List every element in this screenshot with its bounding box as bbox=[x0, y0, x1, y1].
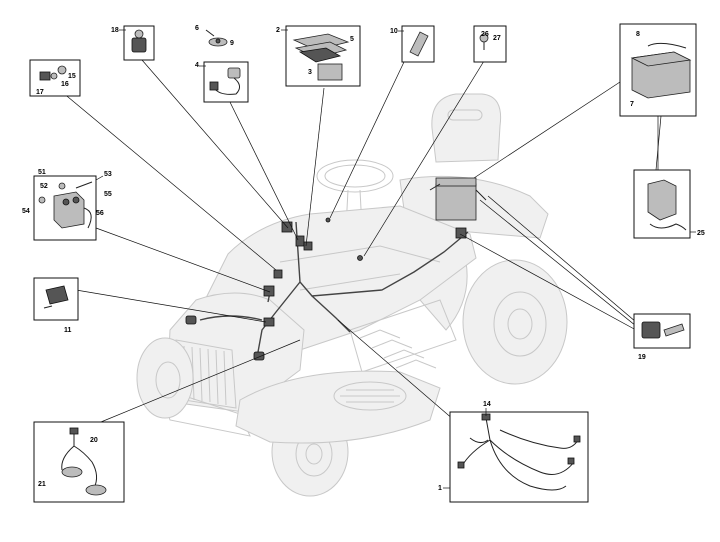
headlight-connector-left bbox=[185, 315, 197, 325]
switch-icon bbox=[131, 29, 147, 53]
relay-icon bbox=[39, 65, 67, 81]
callout-10: 10 bbox=[390, 28, 398, 35]
seat-badge bbox=[447, 109, 483, 121]
callout-25: 25 bbox=[697, 230, 705, 237]
fuse-box-icon bbox=[292, 33, 350, 81]
callout-6: 6 bbox=[195, 25, 199, 32]
front-hub-center bbox=[305, 443, 323, 465]
steering-wheel-inner bbox=[324, 164, 386, 188]
rear-wheel-right bbox=[462, 259, 568, 385]
leader-lines bbox=[61, 47, 662, 425]
steering-wheel bbox=[316, 159, 394, 193]
callout-1: 1 bbox=[438, 485, 442, 492]
fuse-holder bbox=[357, 255, 363, 261]
leader-7 bbox=[473, 81, 621, 179]
leader-1 bbox=[337, 319, 455, 421]
callout-3: 3 bbox=[308, 69, 312, 76]
harness-main-run bbox=[295, 221, 469, 297]
seat-switch-connector bbox=[455, 227, 467, 239]
battery-icon bbox=[630, 42, 692, 99]
leader-19b bbox=[479, 199, 637, 327]
footrest bbox=[349, 299, 457, 373]
pto-switch-icon bbox=[43, 285, 69, 309]
rear-hub-center bbox=[507, 308, 533, 340]
battery-on-tractor bbox=[435, 183, 477, 221]
callout-19: 19 bbox=[638, 354, 646, 361]
callout-53: 53 bbox=[104, 171, 112, 178]
leader-15 bbox=[61, 91, 277, 271]
leader-19a bbox=[487, 195, 637, 323]
harness-plug-icon bbox=[209, 67, 241, 95]
headlight-connector-right bbox=[253, 351, 265, 361]
harness-on-tractor bbox=[185, 177, 487, 361]
relay-connector bbox=[273, 269, 283, 279]
dash-fastener bbox=[325, 217, 331, 223]
fastener-icon bbox=[479, 33, 489, 50]
callout-5: 5 bbox=[350, 36, 354, 43]
mower-deck bbox=[235, 370, 441, 444]
callout-21: 21 bbox=[38, 481, 46, 488]
leader-11 bbox=[75, 289, 267, 323]
battery-cables bbox=[429, 183, 487, 201]
rear-hub-right bbox=[493, 291, 547, 357]
callout-4: 4 bbox=[195, 62, 199, 69]
callout-54: 54 bbox=[22, 208, 30, 215]
lamp-icon bbox=[61, 427, 107, 496]
leader-relay bbox=[95, 227, 271, 293]
leader-7-to-25b bbox=[655, 115, 662, 171]
leader-10 bbox=[329, 61, 405, 219]
leader-18 bbox=[141, 59, 289, 229]
front-wheel-left bbox=[136, 337, 194, 419]
tractor-illustration bbox=[136, 93, 568, 497]
pto-switch-mount bbox=[295, 235, 305, 247]
callout-26: 26 bbox=[481, 31, 489, 38]
callout-51: 51 bbox=[38, 169, 46, 176]
dash-switch-mount bbox=[303, 241, 313, 251]
callout-27: 27 bbox=[493, 35, 501, 42]
solenoid-icon bbox=[38, 181, 93, 229]
leader-26 bbox=[363, 47, 493, 257]
callout-14: 14 bbox=[483, 401, 491, 408]
body-panel-lines bbox=[279, 245, 441, 291]
leader-20 bbox=[95, 339, 301, 425]
callout-9: 9 bbox=[230, 40, 234, 47]
box-1 bbox=[449, 411, 589, 503]
charger-icon bbox=[647, 179, 687, 231]
leader-19c bbox=[459, 233, 637, 331]
callout-18: 18 bbox=[111, 27, 119, 34]
leader-2 bbox=[305, 87, 325, 247]
deck-pulley-guard bbox=[333, 381, 407, 411]
key-icon bbox=[205, 29, 228, 47]
callout-16: 16 bbox=[61, 81, 69, 88]
callout-15: 15 bbox=[68, 73, 76, 80]
callout-labels: 1 14 18 6 9 4 2 5 3 10 26 27 8 7 25 19 1… bbox=[22, 25, 705, 492]
box-20 bbox=[33, 421, 125, 503]
relay-mount bbox=[263, 285, 275, 297]
seat-back bbox=[431, 93, 502, 163]
callout-20: 20 bbox=[90, 437, 98, 444]
callout-8: 8 bbox=[636, 31, 640, 38]
box-26 bbox=[473, 25, 507, 63]
seat-switch-icon bbox=[641, 321, 685, 339]
callout-2: 2 bbox=[276, 27, 280, 34]
wiring-harness-icon bbox=[457, 413, 581, 491]
leader-4 bbox=[225, 93, 299, 241]
callout-11: 11 bbox=[64, 327, 72, 334]
callout-52: 52 bbox=[40, 183, 48, 190]
deck-vents bbox=[340, 389, 400, 403]
harness-lower-branch bbox=[311, 295, 351, 333]
callout-7: 7 bbox=[630, 101, 634, 108]
callout-55: 55 bbox=[104, 191, 112, 198]
front-hub-left bbox=[155, 361, 181, 399]
callout-56: 56 bbox=[96, 210, 104, 217]
callout-17: 17 bbox=[36, 89, 44, 96]
connector-icon bbox=[409, 31, 429, 57]
footrest-tread bbox=[359, 329, 437, 369]
battery-top bbox=[435, 177, 477, 187]
